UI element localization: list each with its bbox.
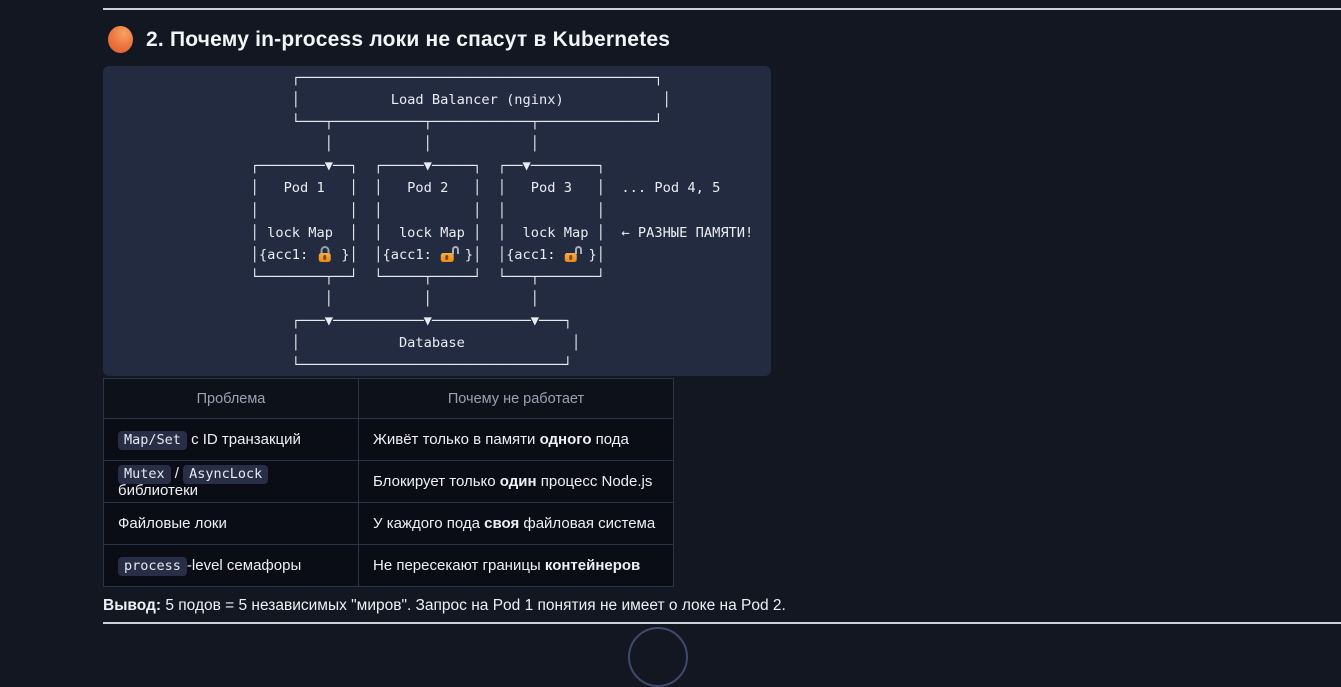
lock-closed-icon [317, 246, 333, 263]
inline-code: process [118, 557, 187, 576]
reason-cell: Блокирует только один процесс Node.js [358, 460, 674, 503]
section-heading: 2. Почему in-process локи не спасут в Ku… [108, 26, 670, 53]
conclusion-text: 5 подов = 5 независимых "миров". Запрос … [165, 597, 786, 614]
top-divider [103, 8, 1341, 10]
table-header-row: Проблема Почему не работает [103, 378, 674, 419]
lock-open-icon [564, 245, 583, 263]
reason-cell: У каждого пода своя файловая система [358, 502, 674, 545]
orange-circle-icon [108, 26, 133, 53]
reason-cell: Не пересекают границы контейнеров [358, 544, 674, 587]
section-title: 2. Почему in-process локи не спасут в Ku… [146, 27, 671, 51]
partial-circle-decoration [628, 627, 688, 687]
column-header-reason: Почему не работает [358, 378, 674, 419]
bottom-divider [103, 622, 1341, 624]
inline-code: Map/Set [118, 431, 187, 450]
conclusion: Вывод: 5 подов = 5 независимых "миров". … [103, 597, 786, 615]
conclusion-label: Вывод: [103, 597, 162, 614]
architecture-diagram-panel: ┌───────────────────────────────────────… [103, 66, 771, 376]
column-header-problem: Проблема [103, 378, 359, 419]
lock-open-icon [440, 245, 459, 263]
problem-cell: process-level семафоры [103, 544, 359, 587]
comparison-table: Проблема Почему не работает Map/Set с ID… [103, 378, 674, 587]
reason-cell: Живёт только в памяти одного пода [358, 418, 674, 461]
problem-cell: Map/Set с ID транзакций [103, 418, 359, 461]
problem-cell: Mutex / AsyncLock библиотеки [103, 460, 359, 503]
inline-code: AsyncLock [183, 464, 269, 484]
ascii-architecture-diagram: ┌───────────────────────────────────────… [250, 70, 754, 374]
inline-code: Mutex [118, 464, 171, 484]
problem-cell: Файловые локи [103, 502, 359, 545]
page: { "header": { "bullet_icon": "orange-cir… [0, 0, 1341, 638]
